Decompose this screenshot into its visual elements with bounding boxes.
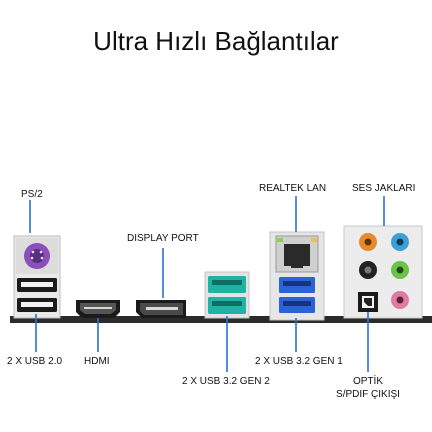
label-ps2: PS/2 (21, 189, 43, 200)
lan-usb32gen1-stack (269, 231, 325, 321)
label-audio-jacks: SES JAKLARI (352, 183, 416, 194)
page-title: Ultra Hızlı Bağlantılar (93, 26, 339, 56)
label-usb20: 2 X USB 2.0 (7, 356, 63, 367)
displayport-port (136, 300, 186, 318)
label-hdmi: HDMI (84, 356, 110, 367)
usb32-gen2-stack (204, 271, 250, 319)
audio-jacks-block (343, 225, 423, 319)
ps2-usb20-stack (13, 235, 61, 319)
panel-base-strip (10, 316, 432, 323)
leader-lines (29, 196, 385, 372)
label-optical-line1: OPTİK (352, 376, 383, 387)
label-displayport: DISPLAY PORT (127, 233, 199, 244)
label-usb32gen2: 2 X USB 3.2 GEN 2 (182, 376, 270, 387)
label-optical-line2: S/PDIF ÇIKIŞI (336, 389, 400, 400)
label-realtek-lan: REALTEK LAN (259, 183, 327, 194)
label-usb32gen1: 2 X USB 3.2 GEN 1 (255, 356, 343, 367)
hdmi-port (76, 300, 120, 318)
